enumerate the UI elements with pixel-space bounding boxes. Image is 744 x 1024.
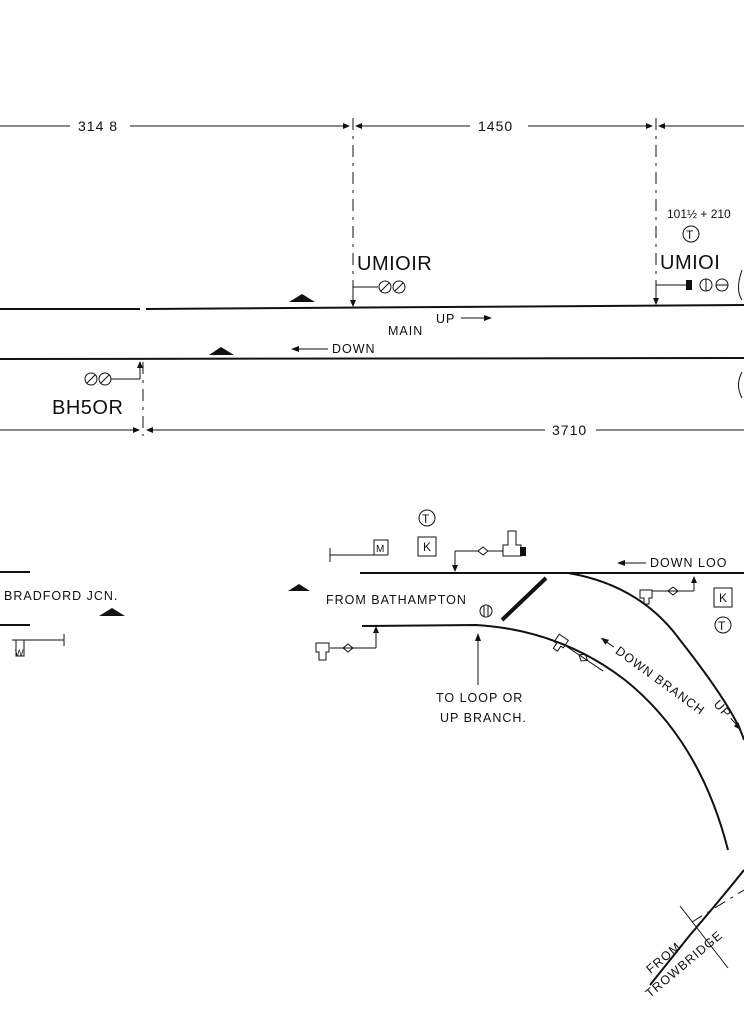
to-loop-label: UP BRANCH. <box>440 711 527 725</box>
dimension-label: 3710 <box>552 422 587 438</box>
aws-ramp-icon <box>288 584 310 591</box>
track-end-bracket <box>738 269 743 301</box>
trowbridge-track <box>649 869 744 986</box>
shunt-signal-icon <box>452 530 526 572</box>
svg-text:K: K <box>423 540 431 554</box>
up-arrow-icon <box>461 315 492 321</box>
ground-signal-icon <box>315 626 379 661</box>
crossover <box>500 576 548 622</box>
up-branch-track <box>360 572 744 741</box>
aws-ramp-icon <box>209 347 234 355</box>
position-light-icon <box>479 604 493 618</box>
telephone-marker: T <box>714 616 732 634</box>
chainage-line <box>691 889 744 923</box>
telephone-marker: T <box>682 225 700 243</box>
down-main-track <box>0 357 744 360</box>
track-end-bracket <box>738 371 743 399</box>
key-marker: K <box>713 587 733 608</box>
from-trowbridge-label-group: FROM TROWBRIDGE <box>643 928 726 1001</box>
telephone-marker: T <box>418 509 436 527</box>
svg-text:T: T <box>718 619 726 633</box>
ground-signal-icon: W <box>12 634 65 658</box>
signal-um101r <box>350 280 406 307</box>
svg-text:T: T <box>686 228 694 242</box>
boundary-line <box>679 905 729 969</box>
ground-signal-icon <box>639 576 697 605</box>
svg-text:T: T <box>422 512 430 526</box>
ground-signal-icon <box>552 633 604 672</box>
aws-ramp-icon <box>289 294 315 302</box>
dimension-line-bottom <box>0 427 744 433</box>
down-direction-label: DOWN <box>332 342 376 356</box>
from-bathampton-label: FROM BATHAMPTON <box>326 593 467 607</box>
dimension-label: 314 8 <box>78 118 118 134</box>
down-arrow-icon <box>291 346 328 352</box>
up-branch-label: UP <box>711 697 734 721</box>
down-loop-label: DOWN LOO <box>650 556 727 570</box>
signal-bh50r <box>84 361 143 386</box>
svg-text:W: W <box>15 648 24 658</box>
key-marker: K <box>417 536 437 557</box>
bradford-jcn-label: BRADFORD JCN. <box>4 589 118 603</box>
mileage-label: 101½ + 210 <box>667 207 731 221</box>
svg-text:M: M <box>376 544 384 555</box>
svg-text:K: K <box>719 591 727 605</box>
up-arrow-icon <box>475 633 481 685</box>
signal-id-um101: UMIOI <box>660 252 720 274</box>
marker-board-icon: M <box>329 539 389 562</box>
up-direction-label: UP <box>436 312 455 326</box>
main-label: MAIN <box>388 324 423 338</box>
aws-ramp-icon <box>99 608 125 616</box>
dimension-line-top <box>0 123 744 129</box>
down-branch-track <box>361 623 729 851</box>
signal-id-um101r: UMIOIR <box>357 253 432 275</box>
dimension-label: 1450 <box>478 118 513 134</box>
to-loop-label: TO LOOP OR <box>436 691 523 705</box>
signal-id-bh50r: BH5OR <box>52 397 123 419</box>
signal-um101 <box>653 278 729 305</box>
up-main-track <box>145 304 744 310</box>
down-loop-arrow-icon <box>617 560 646 566</box>
